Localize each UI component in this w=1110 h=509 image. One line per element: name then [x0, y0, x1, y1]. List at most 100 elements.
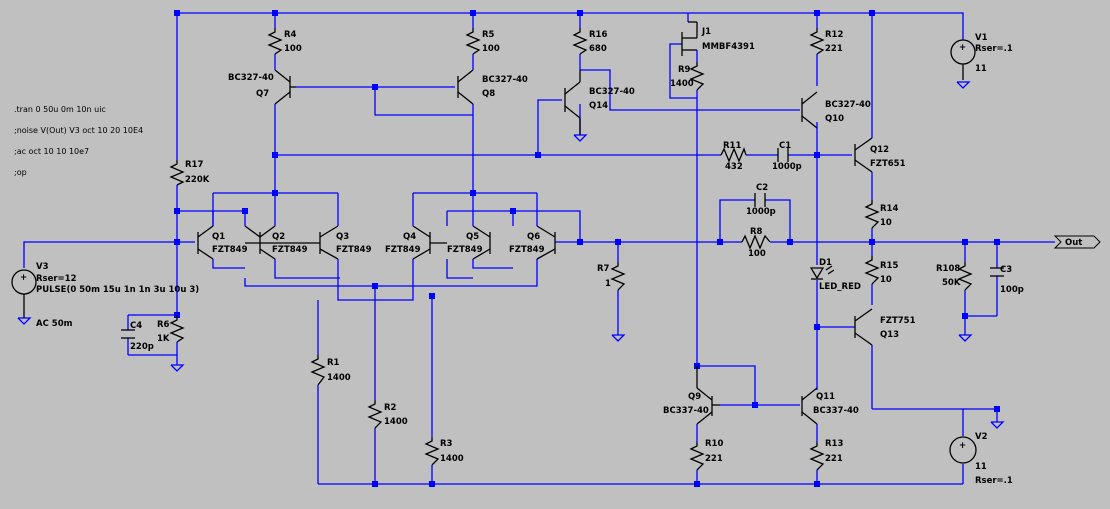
r7-name: R7: [597, 264, 610, 274]
v2-value: 11: [975, 462, 987, 472]
r108-name: R108: [936, 264, 960, 274]
svg-text:+: +: [20, 273, 27, 283]
v3-ac: AC 50m: [36, 319, 73, 329]
r14-name: R14: [880, 204, 898, 214]
r2-value: 1400: [384, 417, 408, 427]
q4-name: Q4: [403, 232, 416, 242]
r15-name: R15: [880, 261, 898, 271]
voltage-sources: + + +: [11, 39, 977, 464]
q13-value: Q13: [880, 330, 899, 340]
svg-text:+: +: [959, 441, 966, 451]
r13-name: R13: [825, 439, 843, 449]
resistor-symbols: [169, 28, 973, 471]
junction-dots: [174, 10, 1000, 487]
c3-name: C3: [1000, 265, 1012, 275]
r1-value: 1400: [327, 373, 351, 383]
q6-value: FZT849: [509, 245, 545, 255]
q7-name: Q7: [256, 89, 269, 99]
r11-value: 432: [725, 162, 743, 172]
output-label: Out: [1065, 238, 1082, 248]
q5-value: FZT849: [447, 245, 483, 255]
q4-value: FZT849: [385, 245, 421, 255]
r8-value: 100: [748, 249, 766, 259]
r7-value: 1: [605, 279, 611, 289]
svg-text:+: +: [959, 43, 966, 53]
r12-name: R12: [825, 30, 843, 40]
r13-value: 221: [825, 454, 843, 464]
r108-value: 50K: [942, 278, 961, 288]
r4-name: R4: [284, 30, 297, 40]
transistor-symbols: [197, 21, 873, 425]
q1-name: Q1: [212, 232, 225, 242]
q8-value: BC327-40: [482, 75, 528, 85]
q1-value: FZT849: [212, 245, 248, 255]
r5-value: 100: [482, 44, 500, 54]
c1-value: 1000p: [772, 162, 802, 172]
r16-name: R16: [589, 30, 607, 40]
v1-value: 11: [975, 64, 987, 74]
q3-name: Q3: [336, 232, 349, 242]
q9-name: Q9: [688, 392, 701, 402]
q6-name: Q6: [527, 232, 540, 242]
c3-value: 100p: [1000, 285, 1024, 295]
j1-value: MMBF4391: [702, 42, 755, 52]
r11-name: R11: [723, 141, 741, 151]
q11-value: BC337-40: [813, 406, 859, 416]
v1-rser: Rser=.1: [975, 44, 1013, 54]
led-d1-symbol: [809, 265, 835, 280]
r6-name: R6: [157, 320, 170, 330]
q12-value: FZT651: [870, 159, 906, 169]
r6-value: 1K: [157, 334, 170, 344]
directive-noise: ;noise V(Out) V3 oct 10 20 10E4: [14, 126, 143, 135]
r17-name: R17: [185, 160, 203, 170]
v2-rser: Rser=.1: [975, 476, 1013, 486]
q8-name: Q8: [482, 89, 495, 99]
q10-name: Q10: [825, 114, 844, 124]
r5-name: R5: [482, 30, 495, 40]
r9-name: R9: [678, 65, 691, 75]
v1-name: V1: [975, 33, 988, 43]
capacitor-symbols: [121, 148, 1004, 339]
v3-name: V3: [36, 262, 49, 272]
q10-value: BC327-40: [825, 100, 871, 110]
q2-name: Q2: [272, 232, 285, 242]
q2-value: FZT849: [272, 245, 308, 255]
r3-name: R3: [440, 439, 453, 449]
ground-symbols: [17, 81, 1005, 429]
d1-name: D1: [819, 258, 832, 268]
r12-value: 221: [825, 44, 843, 54]
r1-name: R1: [327, 358, 340, 368]
v3-value: PULSE(0 50m 15u 1n 1n 3u 10u 3): [36, 285, 199, 295]
r17-value: 220K: [185, 175, 210, 185]
r10-value: 221: [705, 454, 723, 464]
output-port: Out: [1053, 235, 1101, 249]
q5-name: Q5: [466, 232, 479, 242]
c4-value: 220p: [130, 342, 154, 352]
c2-name: C2: [756, 183, 768, 193]
d1-value: LED_RED: [819, 282, 861, 292]
directive-op: ;op: [14, 168, 27, 177]
q13-name: FZT751: [880, 316, 916, 326]
q14-value: BC327-40: [589, 87, 635, 97]
r10-name: R10: [705, 439, 723, 449]
directive-tran: .tran 0 50u 0m 10n uic: [14, 105, 106, 114]
q11-name: Q11: [816, 392, 835, 402]
r15-value: 10: [880, 275, 892, 285]
v3-rser: Rser=12: [36, 274, 77, 284]
r2-name: R2: [384, 403, 397, 413]
c1-name: C1: [779, 141, 791, 151]
component-labels: R4 100 R5 100 R16 680 J1 MMBF4391 R9 140…: [36, 27, 1024, 486]
r3-value: 1400: [440, 454, 464, 464]
r9-value: 1400: [670, 79, 694, 89]
c4-name: C4: [130, 321, 142, 331]
j1-name: J1: [701, 27, 711, 37]
c2-value: 1000p: [746, 207, 776, 217]
r16-value: 680: [589, 44, 607, 54]
r8-name: R8: [750, 227, 763, 237]
spice-directives: .tran 0 50u 0m 10n uic ;noise V(Out) V3 …: [14, 105, 143, 177]
r4-value: 100: [284, 44, 302, 54]
r14-value: 10: [880, 218, 892, 228]
v2-name: V2: [975, 432, 988, 442]
directive-ac: ;ac oct 10 10 10e7: [14, 147, 89, 156]
